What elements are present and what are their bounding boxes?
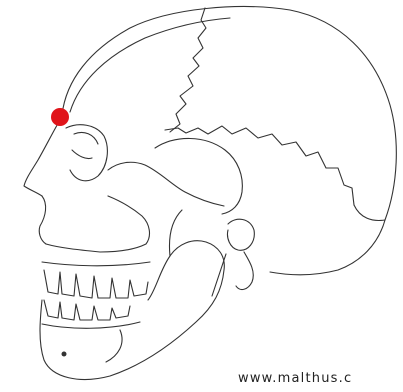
zygomatic-arch bbox=[108, 162, 224, 206]
mental-foramen bbox=[62, 352, 67, 357]
lower-teeth bbox=[44, 300, 130, 320]
landmark-marker[interactable] bbox=[51, 108, 69, 126]
maxilla bbox=[46, 196, 149, 252]
squamous-suture bbox=[155, 138, 242, 214]
lower-gum-line bbox=[42, 322, 140, 328]
frontal-inner-contour bbox=[70, 18, 230, 112]
mandible bbox=[40, 241, 224, 380]
upper-gum-line bbox=[42, 262, 150, 266]
lambdoid-suture bbox=[165, 126, 354, 205]
upper-teeth bbox=[44, 270, 148, 298]
occipital-contour bbox=[354, 205, 385, 220]
nasal-aperture bbox=[39, 196, 46, 244]
cranium-outline bbox=[62, 7, 396, 275]
watermark-text: www.malthus.c bbox=[238, 371, 352, 386]
external-auditory-meatus bbox=[227, 219, 254, 250]
orbit-inner bbox=[72, 132, 98, 158]
coronal-suture bbox=[170, 8, 206, 132]
nasal-bone bbox=[24, 120, 60, 196]
mental-line bbox=[106, 330, 122, 362]
mastoid-process bbox=[236, 252, 253, 289]
